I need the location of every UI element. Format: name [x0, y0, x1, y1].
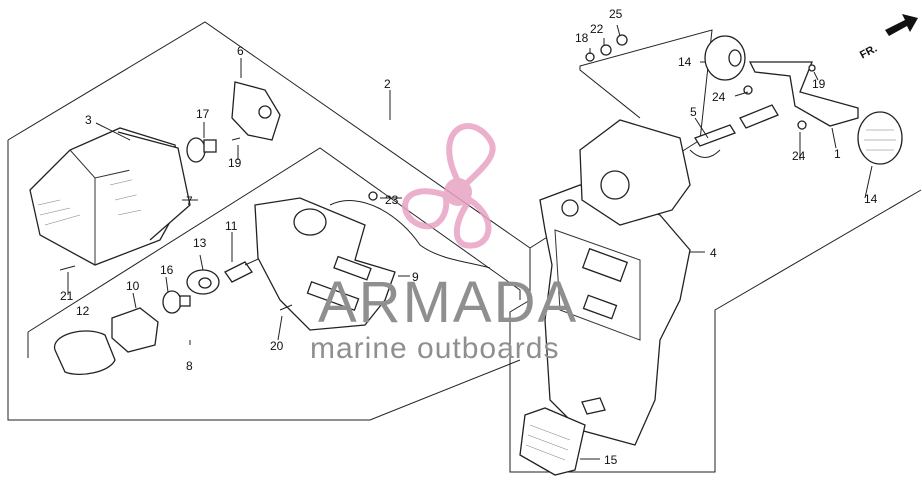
callout-14a: 14 — [678, 55, 692, 69]
callout-20: 20 — [270, 339, 284, 353]
license-bracket-part — [254, 197, 491, 331]
watermark-brand: ARMADA marine outboards — [310, 270, 578, 365]
callout-12: 12 — [76, 304, 90, 318]
callout-2: 2 — [384, 77, 391, 91]
turn-signal-part-14a — [704, 35, 746, 81]
callout-15: 15 — [604, 453, 618, 467]
callout-7: 7 — [186, 194, 193, 208]
taillight-lens-part — [29, 127, 191, 266]
turn-signal-bracket-part — [748, 61, 859, 127]
front-direction-indicator: FR. — [858, 14, 918, 62]
socket-part — [111, 307, 159, 353]
callout-24b: 24 — [792, 149, 806, 163]
cover-plate-part — [231, 81, 281, 141]
watermark-logo — [402, 123, 496, 249]
reflector-part — [519, 407, 586, 476]
callout-5: 5 — [690, 105, 697, 119]
callout-18: 18 — [575, 31, 589, 45]
turn-signal-part-14b — [857, 111, 903, 165]
callout-25: 25 — [609, 7, 623, 21]
hardware — [59, 34, 816, 311]
callout-14b: 14 — [864, 192, 878, 206]
callout-1: 1 — [834, 147, 841, 161]
callout-13: 13 — [193, 236, 207, 250]
connector-part — [689, 104, 779, 158]
callout-19a: 19 — [228, 156, 242, 170]
callout-21: 21 — [60, 289, 74, 303]
callout-16: 16 — [160, 263, 174, 277]
gasket-part — [186, 269, 220, 295]
brand-name: ARMADA — [318, 270, 578, 335]
bulb-part-16 — [162, 290, 191, 314]
callout-19b: 19 — [812, 77, 826, 91]
rear-fender-part — [539, 184, 691, 446]
front-direction-label: FR. — [858, 43, 879, 62]
callout-10: 10 — [126, 279, 140, 293]
callout-23: 23 — [385, 193, 399, 207]
turn-signal-lens-part — [54, 330, 116, 375]
leader-lines — [67, 24, 873, 460]
brand-tagline: marine outboards — [310, 332, 559, 365]
callout-4: 4 — [710, 246, 717, 260]
callout-24a: 24 — [712, 90, 726, 104]
bulb-part-17 — [186, 137, 217, 163]
callout-22: 22 — [590, 22, 604, 36]
fender-housing-part — [561, 119, 691, 226]
callout-3: 3 — [85, 113, 92, 127]
callout-11: 11 — [225, 219, 238, 233]
callout-6: 6 — [237, 44, 244, 58]
callout-17: 17 — [196, 107, 210, 121]
callout-9: 9 — [412, 270, 419, 284]
callout-8: 8 — [186, 359, 193, 373]
callout-labels: 1 2 3 4 5 6 7 8 9 10 11 12 13 14 14 15 1… — [60, 7, 878, 467]
